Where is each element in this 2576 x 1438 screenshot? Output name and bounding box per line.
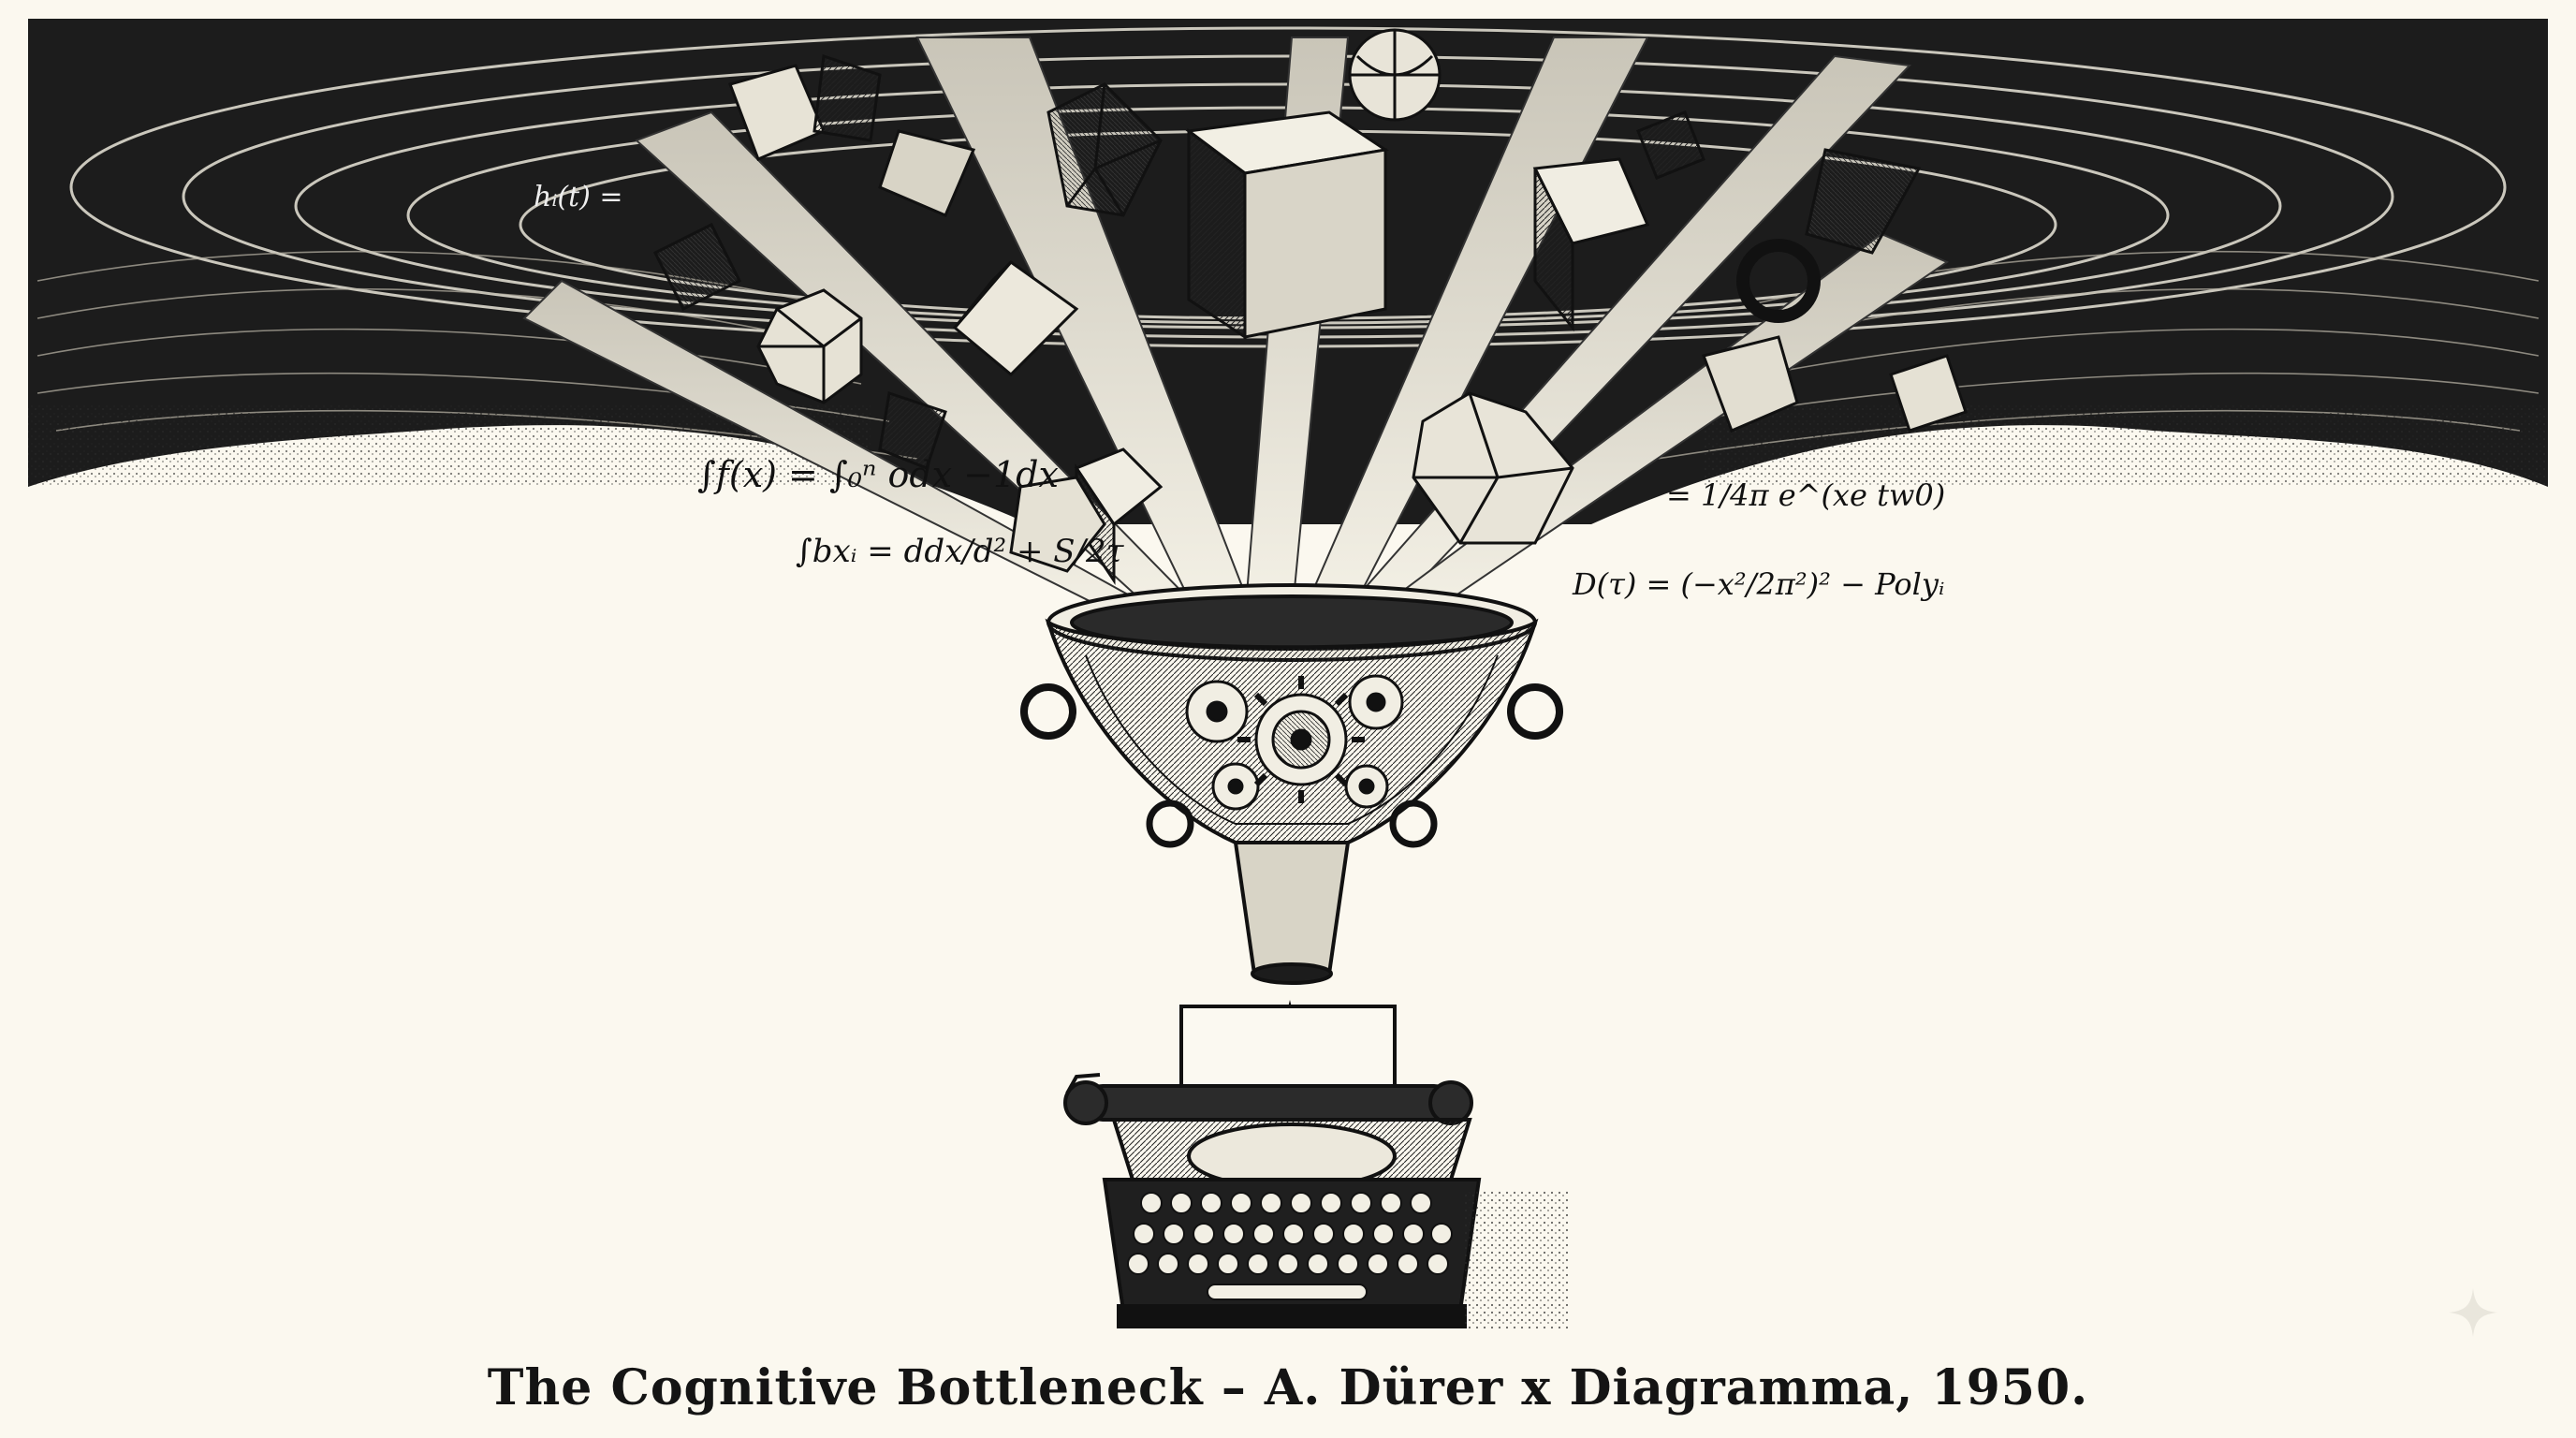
formula-5: hᵢ(t) =: [534, 181, 623, 213]
typewriter-keys: [1127, 1192, 1453, 1300]
polyhedra-cluster: [652, 28, 1968, 585]
formula-2: ∫bxᵢ = ddx/d² + S/2τ: [796, 533, 1125, 570]
gears: [1185, 674, 1404, 811]
formula-3: D(τ) = (−x²/2π²)² − Polyᵢ: [1572, 566, 1944, 602]
caption: The Cognitive Bottleneck – A. Dürer x Di…: [487, 1359, 2089, 1416]
funnel: [1020, 583, 1563, 985]
formula-1: ∫f(x) = ∫₀ⁿ odx −1dx: [697, 454, 1059, 495]
typewriter: [1063, 1005, 1568, 1329]
formula-4: = 1/4π e^(xe tw0): [1666, 477, 1945, 513]
sparkle-icon: [2449, 1288, 2497, 1337]
formula-stream: ∫f(x) = ∫₀ⁿ odx −1dx ∫bxᵢ = ddx/d² + S/2…: [534, 181, 1945, 602]
